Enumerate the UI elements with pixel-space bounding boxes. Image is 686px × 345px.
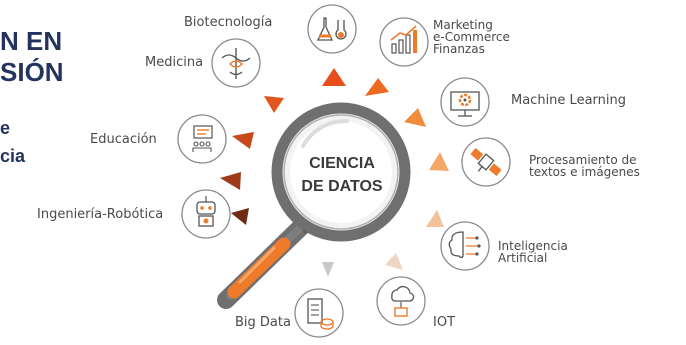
label-machine-learning: Machine Learning bbox=[511, 93, 626, 108]
icon-ingenieria bbox=[181, 189, 231, 239]
label-ingenieria: Ingeniería-Robótica bbox=[37, 207, 164, 222]
label-inteligencia: Inteligencia Artificial bbox=[498, 240, 568, 264]
label-marketing-line-1: Marketing bbox=[433, 18, 493, 32]
label-inteligencia-line-2: Artificial bbox=[498, 251, 548, 265]
arrow-3 bbox=[404, 108, 426, 127]
magnifying-glass-icon: CIENCIA DE DATOS bbox=[217, 102, 411, 309]
center-title-line-1: CIENCIA bbox=[309, 155, 375, 172]
icon-big-data bbox=[294, 288, 344, 338]
icon-machine-learning bbox=[440, 77, 490, 127]
icon-biotecnologia bbox=[307, 4, 357, 54]
arrow-8 bbox=[264, 96, 284, 113]
label-biotecnologia: Biotecnología bbox=[184, 15, 273, 30]
arrow-6 bbox=[385, 253, 403, 270]
label-inteligencia-line-1: Inteligencia bbox=[498, 239, 568, 253]
arrow-1 bbox=[322, 68, 346, 86]
icon-procesamiento bbox=[461, 137, 511, 187]
label-procesamiento-line-1: Procesamiento de bbox=[529, 153, 637, 167]
ring-arrows bbox=[220, 68, 449, 277]
label-big-data: Big Data bbox=[235, 315, 291, 330]
heading-line-1: N EN bbox=[0, 26, 63, 56]
heading-line-3: e bbox=[0, 118, 11, 138]
arrow-5 bbox=[426, 210, 444, 227]
label-procesamiento: Procesamiento de textos e imágenes bbox=[529, 154, 640, 178]
arrow-4 bbox=[429, 152, 449, 171]
icon-iot bbox=[376, 276, 426, 326]
arrow-10 bbox=[220, 172, 241, 190]
icon-marketing bbox=[379, 17, 429, 67]
label-procesamiento-line-2: textos e imágenes bbox=[529, 165, 640, 179]
arrow-11 bbox=[231, 208, 249, 225]
heading-line-4: cia bbox=[0, 146, 26, 166]
icon-medicina bbox=[211, 38, 261, 88]
center-title-line-2: DE DATOS bbox=[301, 178, 383, 195]
label-marketing-line-2: e-Commerce bbox=[433, 30, 510, 44]
arrow-7 bbox=[322, 262, 334, 277]
arrow-9 bbox=[232, 132, 254, 149]
icon-inteligencia bbox=[440, 221, 490, 271]
heading-line-2: SIÓN bbox=[0, 57, 64, 87]
icon-educacion bbox=[177, 114, 227, 164]
label-iot: IOT bbox=[433, 315, 456, 330]
label-educacion: Educación bbox=[90, 132, 157, 147]
label-marketing: Marketing e-Commerce Finanzas bbox=[433, 19, 510, 55]
label-marketing-line-3: Finanzas bbox=[433, 42, 485, 56]
arrow-2 bbox=[365, 78, 389, 96]
label-medicina: Medicina bbox=[145, 55, 204, 70]
